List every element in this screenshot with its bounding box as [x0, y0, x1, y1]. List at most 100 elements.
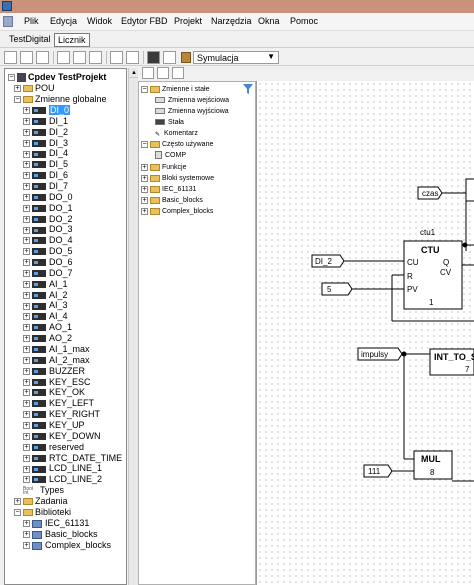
- expand-icon[interactable]: +: [23, 194, 30, 201]
- fbd-diagram[interactable]: ctu1 CTU CU R PV Q CV 1 DI_2 5 czas impu…: [256, 81, 474, 585]
- tree-variable[interactable]: +KEY_OK: [23, 387, 85, 398]
- menu-document-icon[interactable]: [3, 16, 13, 27]
- cut-icon[interactable]: [57, 51, 70, 64]
- zoom-out-icon[interactable]: [157, 67, 169, 79]
- expand-icon[interactable]: +: [23, 161, 30, 169]
- input-const-5[interactable]: [321, 282, 353, 296]
- tree-variable[interactable]: +DO_3: [23, 224, 73, 235]
- lib-functions[interactable]: +Funkcje: [141, 163, 187, 171]
- expand-icon[interactable]: +: [141, 174, 148, 182]
- tree-tasks[interactable]: +Zadania: [14, 496, 68, 506]
- input-czas[interactable]: [417, 186, 443, 200]
- expand-icon[interactable]: +: [23, 324, 30, 332]
- tree-variable[interactable]: +RTC_DATE_TIME: [23, 453, 122, 464]
- tree-pou[interactable]: +POU: [14, 83, 55, 93]
- expand-icon[interactable]: +: [23, 432, 30, 440]
- expand-icon[interactable]: +: [23, 476, 30, 484]
- mode-select[interactable]: Symulacja ▼: [193, 51, 279, 64]
- block-library[interactable]: −Zmienne i stałe Zmienna wejściowa Zmien…: [138, 81, 256, 585]
- tree-variable[interactable]: +KEY_UP: [23, 420, 85, 431]
- save-icon[interactable]: [36, 51, 49, 64]
- expand-icon[interactable]: +: [23, 422, 30, 430]
- tree-variable[interactable]: +DI_3: [23, 138, 68, 149]
- input-const-111[interactable]: [363, 464, 393, 478]
- zoom-in-icon[interactable]: [142, 67, 154, 79]
- lib-basic[interactable]: +Basic_blocks: [141, 196, 203, 204]
- tree-variable[interactable]: +reserved: [23, 442, 84, 453]
- tree-variable[interactable]: +AI_2_max: [23, 355, 90, 366]
- tree-variable[interactable]: +KEY_RIGHT: [23, 409, 100, 420]
- int-to-s-block[interactable]: [429, 348, 474, 376]
- expand-icon[interactable]: +: [23, 335, 30, 343]
- expand-icon[interactable]: +: [23, 356, 30, 364]
- tree-variable[interactable]: +DI_7: [23, 181, 68, 192]
- fbd-canvas[interactable]: [256, 81, 474, 585]
- expand-icon[interactable]: +: [23, 378, 30, 386]
- tree-variable[interactable]: +DO_7: [23, 268, 73, 279]
- undo-icon[interactable]: [110, 51, 123, 64]
- lib-complex[interactable]: +Complex_blocks: [141, 207, 214, 215]
- ctu-block[interactable]: [403, 240, 463, 310]
- tree-variable[interactable]: +DO_5: [23, 246, 73, 257]
- simulation-icon[interactable]: [181, 52, 191, 63]
- collapse-icon[interactable]: −: [14, 96, 21, 104]
- tree-globals[interactable]: −Zmienne globalne: [14, 94, 107, 104]
- redo-icon[interactable]: [126, 51, 139, 64]
- expand-icon[interactable]: +: [23, 259, 30, 267]
- expand-icon[interactable]: +: [23, 465, 30, 473]
- new-icon[interactable]: [4, 51, 17, 64]
- expand-icon[interactable]: +: [23, 139, 30, 147]
- open-icon[interactable]: [20, 51, 33, 64]
- menu-plik[interactable]: Plik: [24, 16, 39, 26]
- tree-variable[interactable]: +BUZZER: [23, 366, 85, 377]
- menu-widok[interactable]: Widok: [87, 16, 113, 26]
- lib-comp[interactable]: COMP: [155, 151, 186, 161]
- expand-icon[interactable]: +: [23, 454, 30, 462]
- tree-root[interactable]: −Cpdev TestProjekt: [8, 72, 107, 83]
- tree-variable[interactable]: +DI_4: [23, 148, 68, 159]
- expand-icon[interactable]: +: [23, 400, 30, 408]
- tree-variable[interactable]: +KEY_DOWN: [23, 431, 101, 442]
- menu-edycja[interactable]: Edycja: [50, 16, 78, 26]
- tree-variable[interactable]: +DO_2: [23, 214, 73, 225]
- compile-icon[interactable]: [147, 51, 160, 64]
- expand-icon[interactable]: +: [23, 107, 30, 115]
- expand-icon[interactable]: +: [23, 248, 30, 256]
- tree-variable[interactable]: +AI_4: [23, 311, 68, 322]
- build-icon[interactable]: [163, 51, 176, 64]
- expand-icon[interactable]: +: [141, 185, 148, 193]
- collapse-icon[interactable]: −: [141, 140, 148, 148]
- tree-variable[interactable]: +DO_0: [23, 192, 73, 203]
- expand-icon[interactable]: +: [23, 367, 30, 375]
- input-di-2[interactable]: [311, 254, 345, 268]
- expand-icon[interactable]: +: [23, 117, 30, 125]
- expand-icon[interactable]: +: [23, 237, 30, 245]
- filter-icon[interactable]: [243, 84, 253, 94]
- tree-lib-iec[interactable]: +IEC_61131: [23, 518, 90, 528]
- lib-iec[interactable]: +IEC_61131: [141, 185, 197, 193]
- expand-icon[interactable]: +: [23, 411, 30, 419]
- expand-icon[interactable]: +: [23, 270, 30, 278]
- expand-icon[interactable]: +: [23, 542, 30, 550]
- expand-icon[interactable]: +: [23, 226, 30, 234]
- lib-vars-group[interactable]: −Zmienne i stałe: [141, 85, 210, 93]
- tree-variable[interactable]: +DI_5: [23, 159, 68, 170]
- lib-frequent-group[interactable]: −Często używane: [141, 140, 214, 148]
- copy-icon[interactable]: [73, 51, 86, 64]
- tree-scrollbar[interactable]: ▲: [128, 68, 139, 585]
- tree-variable[interactable]: +KEY_LEFT: [23, 398, 94, 409]
- lib-system-blocks[interactable]: +Bloki systemowe: [141, 174, 215, 182]
- expand-icon[interactable]: +: [23, 531, 30, 539]
- expand-icon[interactable]: +: [141, 163, 148, 171]
- collapse-icon[interactable]: −: [141, 85, 148, 93]
- tree-variable[interactable]: +DO_6: [23, 257, 73, 268]
- menu-edytor-fbd[interactable]: Edytor FBD: [121, 16, 168, 26]
- expand-icon[interactable]: +: [23, 215, 30, 223]
- project-tree[interactable]: −Cpdev TestProjekt +POU −Zmienne globaln…: [4, 68, 127, 585]
- expand-icon[interactable]: +: [23, 183, 30, 191]
- expand-icon[interactable]: +: [23, 520, 30, 528]
- expand-icon[interactable]: +: [23, 346, 30, 354]
- menu-pomoc[interactable]: Pomoc: [290, 16, 319, 26]
- menu-okna[interactable]: Okna: [258, 16, 280, 26]
